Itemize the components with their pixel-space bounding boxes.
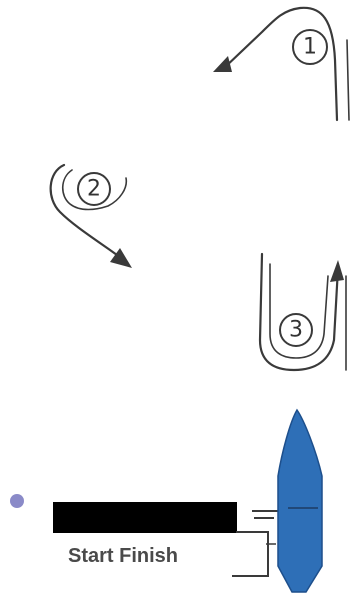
marker-2-arrowhead [110, 248, 132, 268]
marker-1-course-line [222, 8, 337, 120]
redacted-block [53, 502, 237, 533]
start-finish-dot [10, 494, 24, 508]
committee-boat [278, 410, 322, 592]
marker-2-group: 2 [51, 165, 132, 268]
marker-1-edge-line [347, 40, 349, 120]
start-finish-label: Start Finish [68, 545, 178, 567]
marker-1-group: 1 [213, 8, 349, 120]
marker-3-inner-loop [270, 264, 328, 358]
marker-2-number: 2 [87, 177, 101, 202]
marker-3-arrowhead [330, 260, 344, 282]
marker-3-number: 3 [289, 318, 303, 343]
marker-3-group: 3 [260, 254, 346, 370]
boat-hull [278, 410, 322, 592]
marker-1-arrowhead [213, 56, 232, 72]
start-finish-area: Start Finish [10, 494, 282, 576]
marker-1-number: 1 [303, 35, 317, 60]
